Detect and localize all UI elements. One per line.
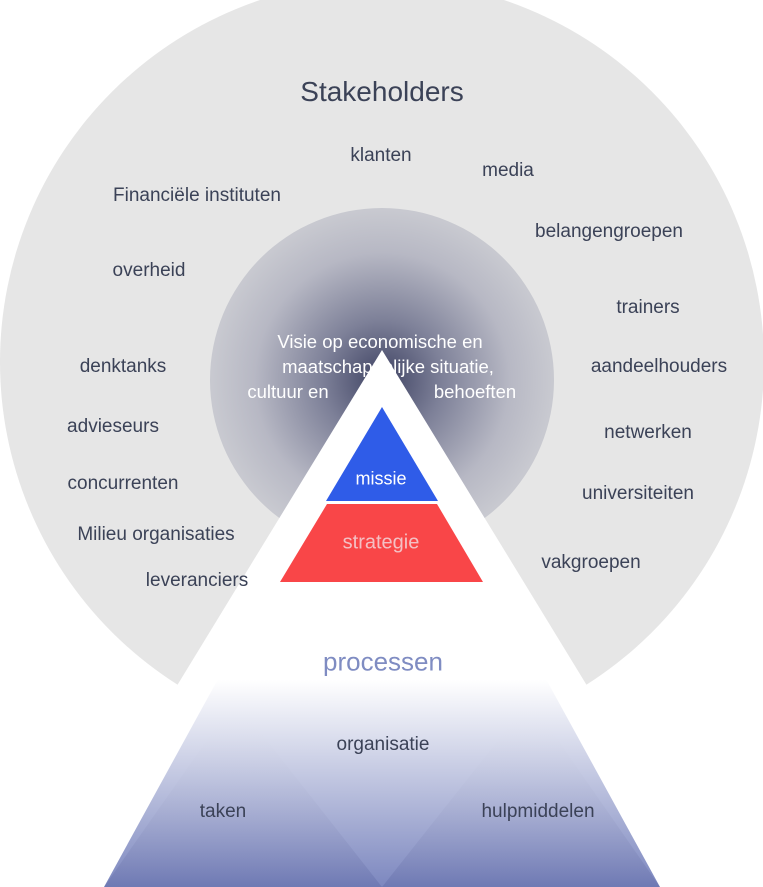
stakeholder-trainers: trainers (616, 297, 680, 318)
diagram-title: Stakeholders (300, 76, 464, 107)
stakeholder-media: media (482, 160, 534, 181)
missie-label: missie (355, 468, 407, 489)
stakeholder-concurrenten: concurrenten (67, 473, 179, 494)
stakeholder-vakgroepen: vakgroepen (541, 552, 641, 573)
taken-label: taken (199, 801, 247, 822)
processen-label: processen (323, 646, 443, 677)
organisatie-label: organisatie (336, 734, 430, 755)
vision-line-1: Visie op economische en (277, 331, 483, 352)
vision-line-3b: behoeften (433, 381, 517, 402)
stakeholder-denktanks: denktanks (79, 356, 167, 377)
stakeholder-advieseurs: advieseurs (67, 416, 159, 437)
stakeholder-belangengroepen: belangengroepen (535, 221, 683, 242)
stakeholder-klanten: klanten (350, 145, 412, 166)
stakeholder-universiteiten: universiteiten (582, 483, 694, 504)
vision-line-3a: cultuur en (247, 381, 329, 402)
hulpmiddelen-label: hulpmiddelen (481, 801, 595, 822)
vision-line-2: maatschappelijke situatie, (282, 356, 494, 377)
stakeholder-milieu-organisaties: Milieu organisaties (77, 524, 235, 545)
strategie-segment (280, 504, 483, 582)
missie-segment (326, 407, 438, 501)
stakeholder-financiele-instituten: Financiële instituten (113, 185, 281, 206)
stakeholder-leveranciers: leveranciers (145, 570, 249, 591)
stakeholder-aandeelhouders: aandeelhouders (590, 356, 728, 377)
strategie-label: strategie (342, 531, 420, 554)
stakeholder-netwerken: netwerken (604, 422, 692, 443)
stakeholder-overheid: overheid (112, 260, 186, 281)
